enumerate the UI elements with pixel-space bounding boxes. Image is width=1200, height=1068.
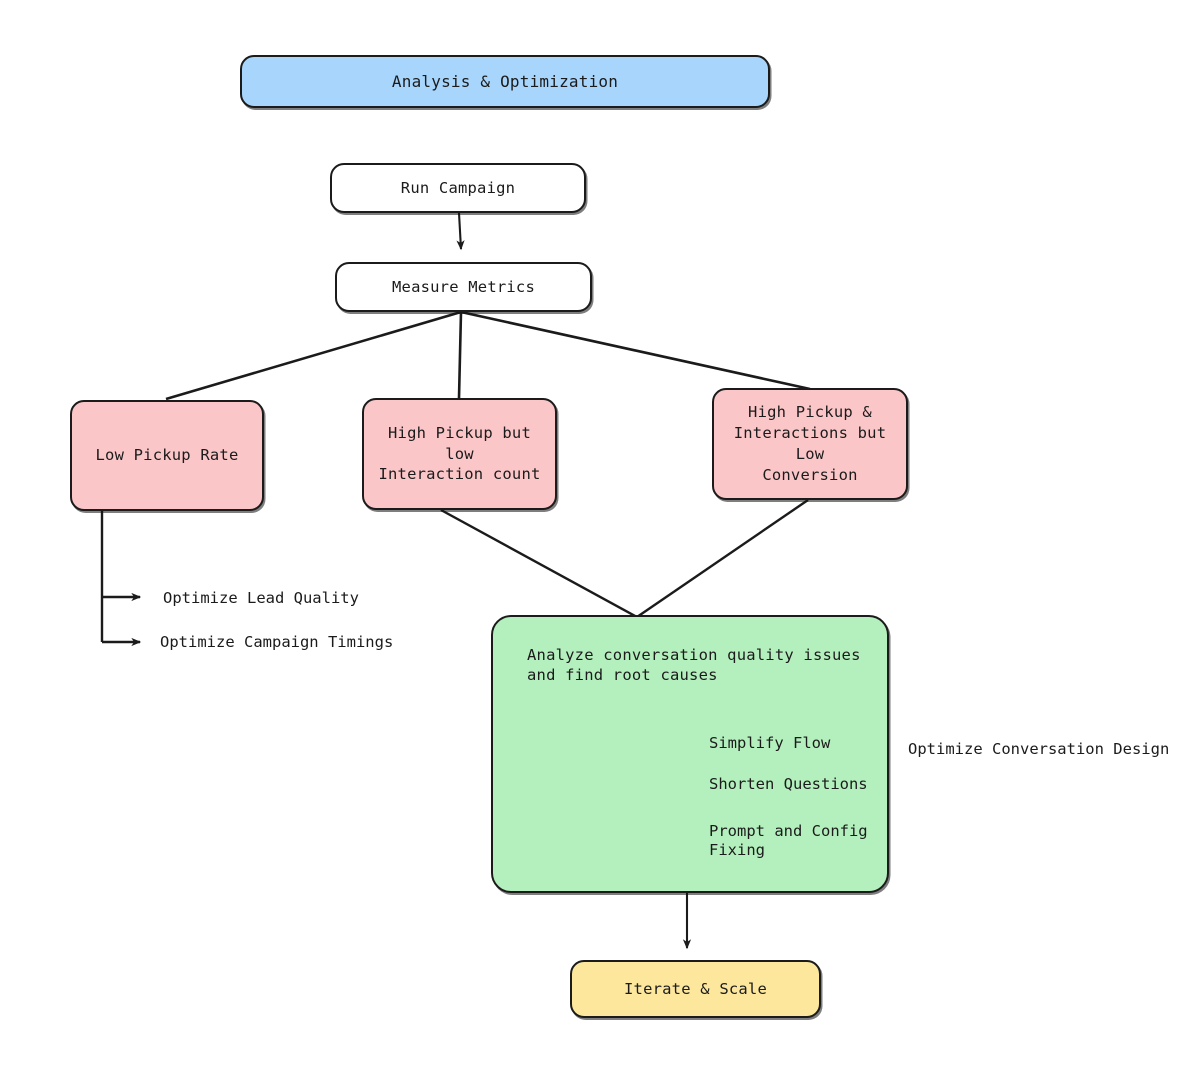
node-label: High Pickup & Interactions but Low Conve… [733, 403, 887, 484]
label-optimize-conversation-design: Optimize Conversation Design [908, 740, 1170, 758]
node-run-campaign[interactable]: Run Campaign [330, 163, 586, 213]
node-measure-metrics[interactable]: Measure Metrics [335, 262, 592, 312]
edge-measure-to-high-pickup-low-interaction [457, 311, 463, 399]
edge-interaction-to-analysis [440, 508, 638, 619]
node-label: Measure Metrics [392, 277, 535, 296]
node-analyze-conversation-quality[interactable]: Analyze conversation quality issues and … [491, 615, 889, 893]
edge-run-to-measure [456, 212, 465, 251]
node-label: Analyze conversation quality issues and … [527, 646, 861, 685]
node-iterate-and-scale[interactable]: Iterate & Scale [570, 960, 821, 1018]
node-high-pickup-low-conversion[interactable]: High Pickup & Interactions but Low Conve… [712, 388, 908, 500]
edge-measure-to-high-pickup-low-conversion [460, 310, 811, 391]
edge-measure-to-low-pickup [165, 310, 462, 401]
node-label: Run Campaign [400, 178, 516, 197]
edge-conversion-to-analysis [636, 499, 809, 618]
action-optimize-lead-quality[interactable]: Optimize Lead Quality [163, 589, 359, 607]
action-simplify-flow[interactable]: Simplify Flow [709, 734, 831, 752]
node-label: High Pickup but low Interaction count [378, 423, 541, 484]
action-shorten-questions[interactable]: Shorten Questions [709, 775, 868, 793]
node-high-pickup-low-interaction[interactable]: High Pickup but low Interaction count [362, 398, 557, 510]
node-label: Low Pickup Rate [95, 446, 239, 465]
action-prompt-and-config-fixing[interactable]: Prompt and Config Fixing [709, 822, 868, 860]
node-low-pickup-rate[interactable]: Low Pickup Rate [70, 400, 264, 511]
node-label: Analysis & Optimization [391, 71, 619, 91]
node-label: Iterate & Scale [624, 979, 767, 998]
action-optimize-campaign-timings[interactable]: Optimize Campaign Timings [160, 633, 394, 651]
node-analysis-optimization[interactable]: Analysis & Optimization [240, 55, 770, 108]
